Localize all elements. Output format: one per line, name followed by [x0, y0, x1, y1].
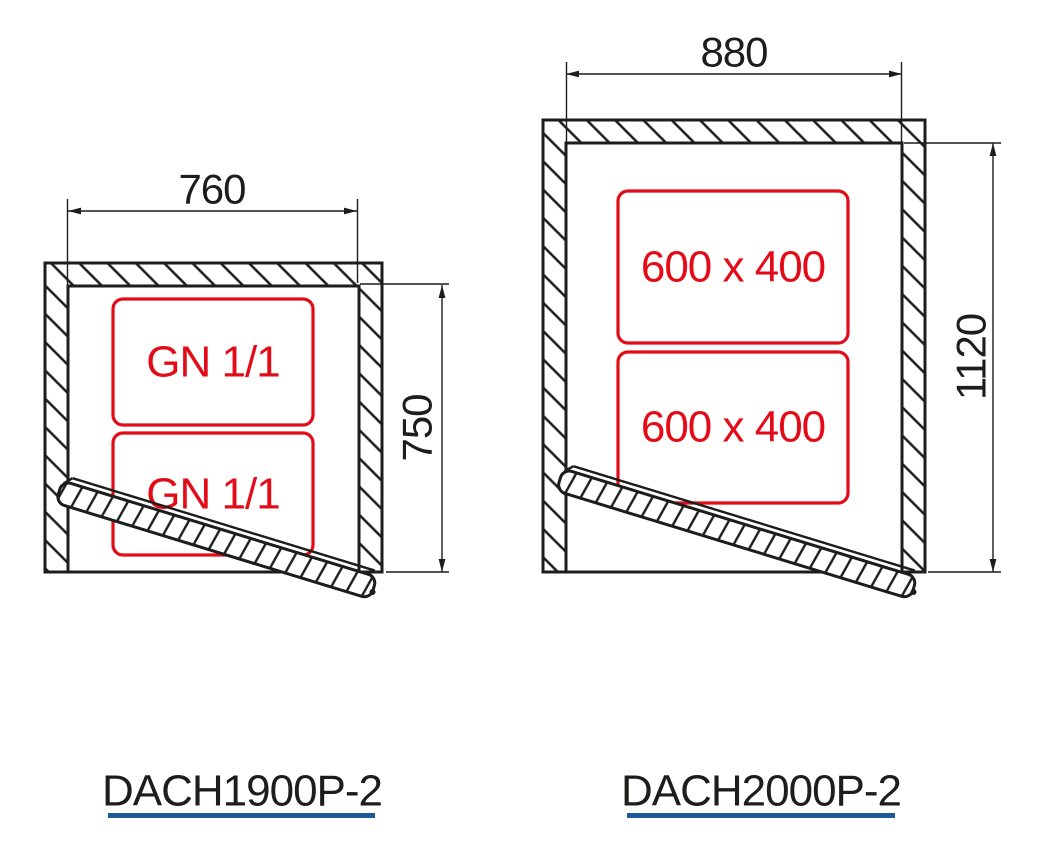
dimension-width: 760	[66, 166, 359, 285]
door-face-end-cap	[563, 465, 574, 473]
arrowhead-right-icon	[344, 207, 357, 215]
tray-outline	[111, 297, 315, 427]
diagram-dach1900p-2: 760 750 GN 1/1 GN 1/1 DACH1900P-2	[43, 166, 449, 818]
dim-width-label: 760	[178, 166, 245, 213]
tray-outline	[616, 189, 850, 345]
dimension-width: 880	[565, 29, 903, 142]
tray-outline	[616, 350, 850, 505]
dimension-height: 750	[360, 283, 449, 573]
tray-label: 600 x 400	[641, 403, 825, 452]
arrowhead-up-icon	[438, 285, 446, 298]
door-inner-face-line	[72, 477, 376, 572]
diagram-dach2000p-2: 880 1120 600 x 400 600 x 400 DACH2000	[541, 29, 1001, 818]
dimension-height: 1120	[904, 142, 1001, 573]
tray-label: GN 1/1	[146, 470, 279, 519]
model-underline	[627, 813, 895, 818]
arrowhead-right-icon	[889, 70, 902, 78]
door-panel-hatch	[557, 469, 917, 599]
arrowhead-left-icon	[566, 70, 579, 78]
hinge-pivot-icon	[369, 589, 376, 595]
door-face-end-cap	[63, 477, 74, 485]
arrowhead-down-icon	[438, 559, 446, 572]
tray-group: 600 x 400 600 x 400	[616, 189, 850, 505]
arrowhead-down-icon	[989, 559, 997, 572]
tray-outline	[111, 431, 315, 557]
dim-height-label: 750	[394, 394, 441, 461]
tray-group: GN 1/1 GN 1/1	[111, 297, 315, 557]
model-underline	[108, 813, 375, 818]
model-label: DACH1900P-2	[102, 767, 382, 816]
door-open-panel	[56, 477, 377, 599]
door-open-panel	[557, 465, 917, 599]
dim-width-label: 880	[700, 29, 767, 76]
arrowhead-up-icon	[989, 143, 997, 156]
door-panel-hatch	[56, 481, 377, 599]
arrowhead-left-icon	[68, 207, 81, 215]
tray-label: 600 x 400	[641, 243, 825, 292]
tray-label: GN 1/1	[146, 338, 279, 387]
dim-height-label: 1120	[948, 314, 995, 400]
model-label: DACH2000P-2	[621, 767, 901, 816]
door-inner-face-line	[573, 465, 916, 572]
hinge-pivot-icon	[910, 589, 917, 595]
